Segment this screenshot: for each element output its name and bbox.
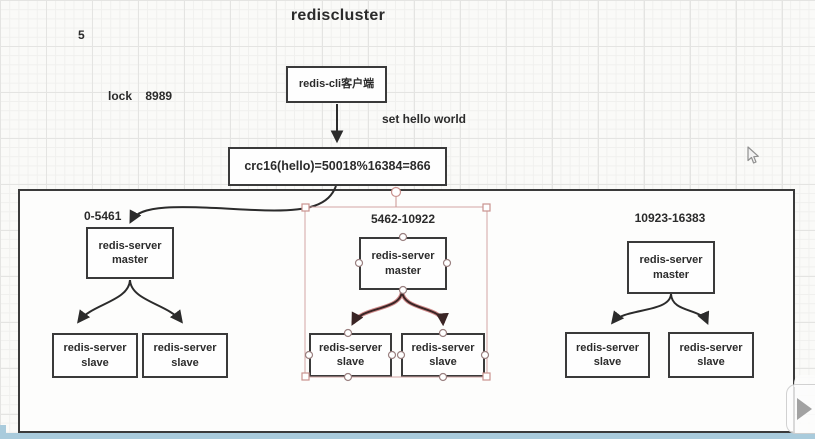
group2-slave2-node[interactable]: redis-server slave bbox=[401, 333, 485, 377]
group3-slave2-node[interactable]: redis-server slave bbox=[668, 332, 754, 378]
group1-range-label: 0-5461 bbox=[84, 209, 122, 223]
arrow-cursor-icon bbox=[747, 146, 759, 164]
group2-master-node[interactable]: redis-server master bbox=[359, 237, 447, 290]
group1-slave1-node[interactable]: redis-server slave bbox=[52, 333, 138, 378]
crc16-hash-node[interactable]: crc16(hello)=50018%16384=866 bbox=[228, 147, 447, 186]
group3-master-label: redis-server master bbox=[639, 254, 703, 281]
group2-slave1-node[interactable]: redis-server slave bbox=[309, 333, 392, 377]
group2-slave1-label: redis-server slave bbox=[319, 341, 382, 368]
redis-cli-client-node[interactable]: redis-cli客户端 bbox=[286, 66, 387, 103]
bottom-accent-notch bbox=[0, 425, 6, 434]
group3-master-node[interactable]: redis-server master bbox=[627, 241, 715, 294]
diagram-title: rediscluster bbox=[290, 7, 386, 24]
group3-range-label: 10923-16383 bbox=[634, 211, 706, 225]
group3-slave1-node[interactable]: redis-server slave bbox=[565, 332, 650, 378]
group2-master-label: redis-server master bbox=[371, 250, 435, 277]
lock-note-label: lock 8989 bbox=[108, 89, 173, 103]
group2-slave2-label: redis-server slave bbox=[411, 341, 475, 368]
group1-master-label: redis-server master bbox=[98, 239, 162, 266]
group1-slave2-label: redis-server slave bbox=[153, 342, 217, 369]
group3-slave2-label: redis-server slave bbox=[679, 341, 743, 368]
redis-cli-client-label: redis-cli客户端 bbox=[298, 78, 375, 91]
page-number-label: 5 bbox=[78, 28, 85, 42]
play-icon bbox=[797, 398, 812, 420]
bottom-accent-bar bbox=[0, 433, 815, 439]
group1-master-node[interactable]: redis-server master bbox=[86, 227, 174, 279]
group3-slave1-label: redis-server slave bbox=[576, 341, 639, 368]
set-command-label: set hello world bbox=[382, 112, 467, 126]
group1-slave2-node[interactable]: redis-server slave bbox=[142, 333, 228, 378]
crc16-hash-label: crc16(hello)=50018%16384=866 bbox=[244, 159, 431, 174]
group2-range-label: 5462-10922 bbox=[370, 212, 436, 226]
group1-slave1-label: redis-server slave bbox=[63, 342, 127, 369]
